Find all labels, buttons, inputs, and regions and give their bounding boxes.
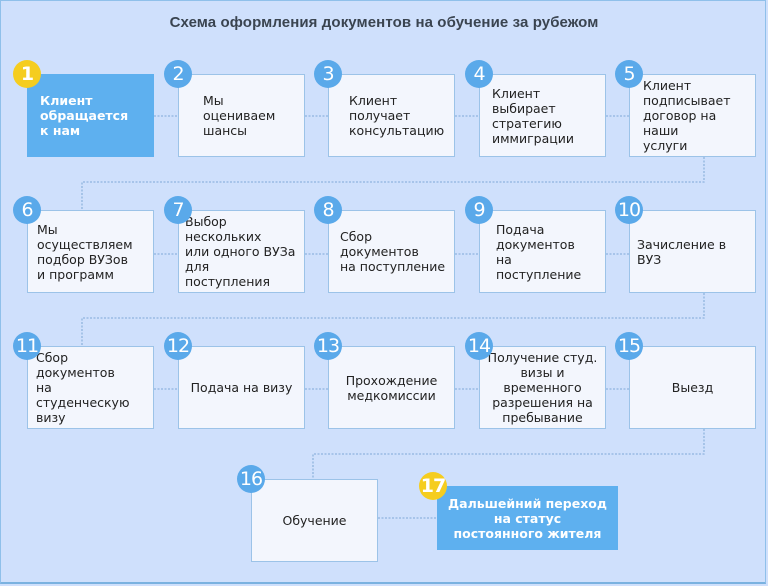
step-text: Зачисление в ВУЗ bbox=[637, 236, 727, 267]
step-box-1: Клиент обращается к нам bbox=[27, 74, 154, 157]
step-box-5: Клиент подписывает договор на наши услуг… bbox=[629, 74, 756, 157]
step-text: Клиент обращается к нам bbox=[40, 93, 129, 138]
step-text: Выбор нескольких или одного ВУЗа для пос… bbox=[185, 214, 296, 289]
step-badge-4: 4 bbox=[465, 60, 493, 88]
step-badge-9: 9 bbox=[465, 196, 493, 224]
step-box-13: Прохождение медкомиссии bbox=[328, 346, 455, 429]
step-box-8: Сбор документов на поступление bbox=[328, 210, 455, 293]
step-box-2: Мы оцениваем шансы bbox=[178, 74, 305, 157]
step-badge-7: 7 bbox=[164, 196, 192, 224]
step-badge-10: 10 bbox=[615, 196, 643, 224]
step-badge-3: 3 bbox=[314, 60, 342, 88]
step-box-9: Подача документов на поступление bbox=[479, 210, 606, 293]
step-text: Мы оцениваем шансы bbox=[203, 93, 276, 138]
connector-10-11 bbox=[81, 293, 705, 346]
step-text: Подача на визу bbox=[190, 380, 293, 395]
step-box-15: Выезд bbox=[629, 346, 756, 429]
step-text: Обучение bbox=[282, 513, 347, 528]
step-text: Выезд bbox=[671, 380, 714, 395]
step-box-7: Выбор нескольких или одного ВУЗа для пос… bbox=[178, 210, 305, 293]
step-box-12: Подача на визу bbox=[178, 346, 305, 429]
step-text: Клиент получает консультацию bbox=[349, 93, 445, 138]
step-badge-5: 5 bbox=[615, 60, 643, 88]
step-box-6: Мы осуществляем подбор ВУЗов и программ bbox=[27, 210, 154, 293]
step-badge-15: 15 bbox=[615, 332, 643, 360]
step-text: Получение студ. визы и временного разреш… bbox=[487, 350, 598, 425]
step-box-14: Получение студ. визы и временного разреш… bbox=[479, 346, 606, 429]
step-badge-17: 17 bbox=[419, 472, 447, 500]
step-badge-16: 16 bbox=[237, 465, 265, 493]
step-box-16: Обучение bbox=[251, 479, 378, 562]
step-text: Сбор документов на студенческую визу bbox=[36, 350, 130, 425]
step-badge-11: 11 bbox=[13, 332, 41, 360]
step-badge-1: 1 bbox=[13, 60, 41, 88]
step-text: Дальшейний переход на статус постоянного… bbox=[448, 495, 607, 541]
step-text: Сбор документов на поступление bbox=[340, 229, 446, 274]
step-badge-13: 13 bbox=[314, 332, 342, 360]
step-text: Клиент подписывает договор на наши услуг… bbox=[643, 78, 731, 153]
step-text: Мы осуществляем подбор ВУЗов и программ bbox=[37, 221, 133, 282]
step-box-17: Дальшейний переход на статус постоянного… bbox=[437, 486, 618, 550]
step-text: Клиент выбирает стратегию иммиграции bbox=[492, 85, 575, 146]
step-text: Прохождение медкомиссии bbox=[345, 372, 438, 403]
diagram-title: Схема оформления документов на обучение … bbox=[169, 14, 599, 31]
step-text: Подача документов на поступление bbox=[496, 221, 582, 282]
step-box-4: Клиент выбирает стратегию иммиграции bbox=[479, 74, 606, 157]
step-badge-14: 14 bbox=[465, 332, 493, 360]
step-box-11: Сбор документов на студенческую визу bbox=[27, 346, 154, 429]
step-box-10: Зачисление в ВУЗ bbox=[629, 210, 756, 293]
step-badge-6: 6 bbox=[13, 196, 41, 224]
connector-5-6 bbox=[81, 157, 705, 210]
connector-15-16 bbox=[312, 429, 705, 479]
step-badge-2: 2 bbox=[164, 60, 192, 88]
step-badge-8: 8 bbox=[314, 196, 342, 224]
step-box-3: Клиент получает консультацию bbox=[328, 74, 455, 157]
step-badge-12: 12 bbox=[164, 332, 192, 360]
